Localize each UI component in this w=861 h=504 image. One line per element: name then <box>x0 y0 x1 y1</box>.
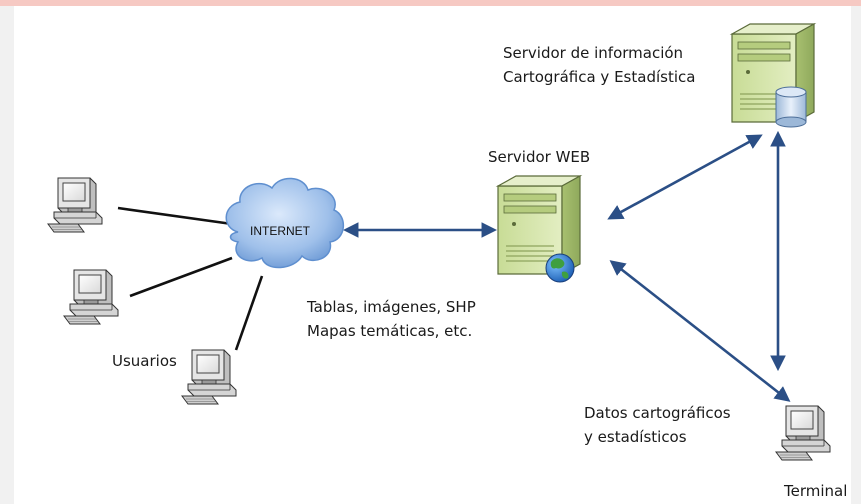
terminal-computer-icon <box>775 405 831 461</box>
users-label: Usuarios <box>112 352 177 370</box>
internet-label: INTERNET <box>250 224 310 238</box>
internet-cloud <box>225 177 344 269</box>
info-server-title-line1: Servidor de información <box>503 44 684 62</box>
web-content-label-line2: Mapas temáticas, etc. <box>307 322 473 340</box>
arrow-webserver-infoserver <box>607 134 763 220</box>
link-user1-internet <box>117 206 233 226</box>
terminal-data-label-line1: Datos cartográficos <box>584 404 731 422</box>
terminal-label: Terminal <box>784 482 848 500</box>
arrow-webserver-terminal <box>609 260 791 402</box>
web-server-icon <box>497 175 581 283</box>
top-border <box>0 0 861 6</box>
link-user3-internet <box>234 275 264 351</box>
user-computer-icon <box>181 349 237 405</box>
info-server-icon <box>731 23 815 128</box>
web-server-label: Servidor WEB <box>488 148 591 166</box>
user-computer-icon <box>63 269 119 325</box>
user-computer-icon <box>47 177 103 233</box>
database-icon <box>775 86 807 128</box>
terminal-data-label-line2: y estadísticos <box>584 428 687 446</box>
link-user2-internet <box>129 256 233 298</box>
right-margin <box>851 6 861 504</box>
left-margin <box>0 6 14 504</box>
info-server-title-line2: Cartográfica y Estadística <box>503 68 696 86</box>
web-content-label-line1: Tablas, imágenes, SHP <box>307 298 476 316</box>
